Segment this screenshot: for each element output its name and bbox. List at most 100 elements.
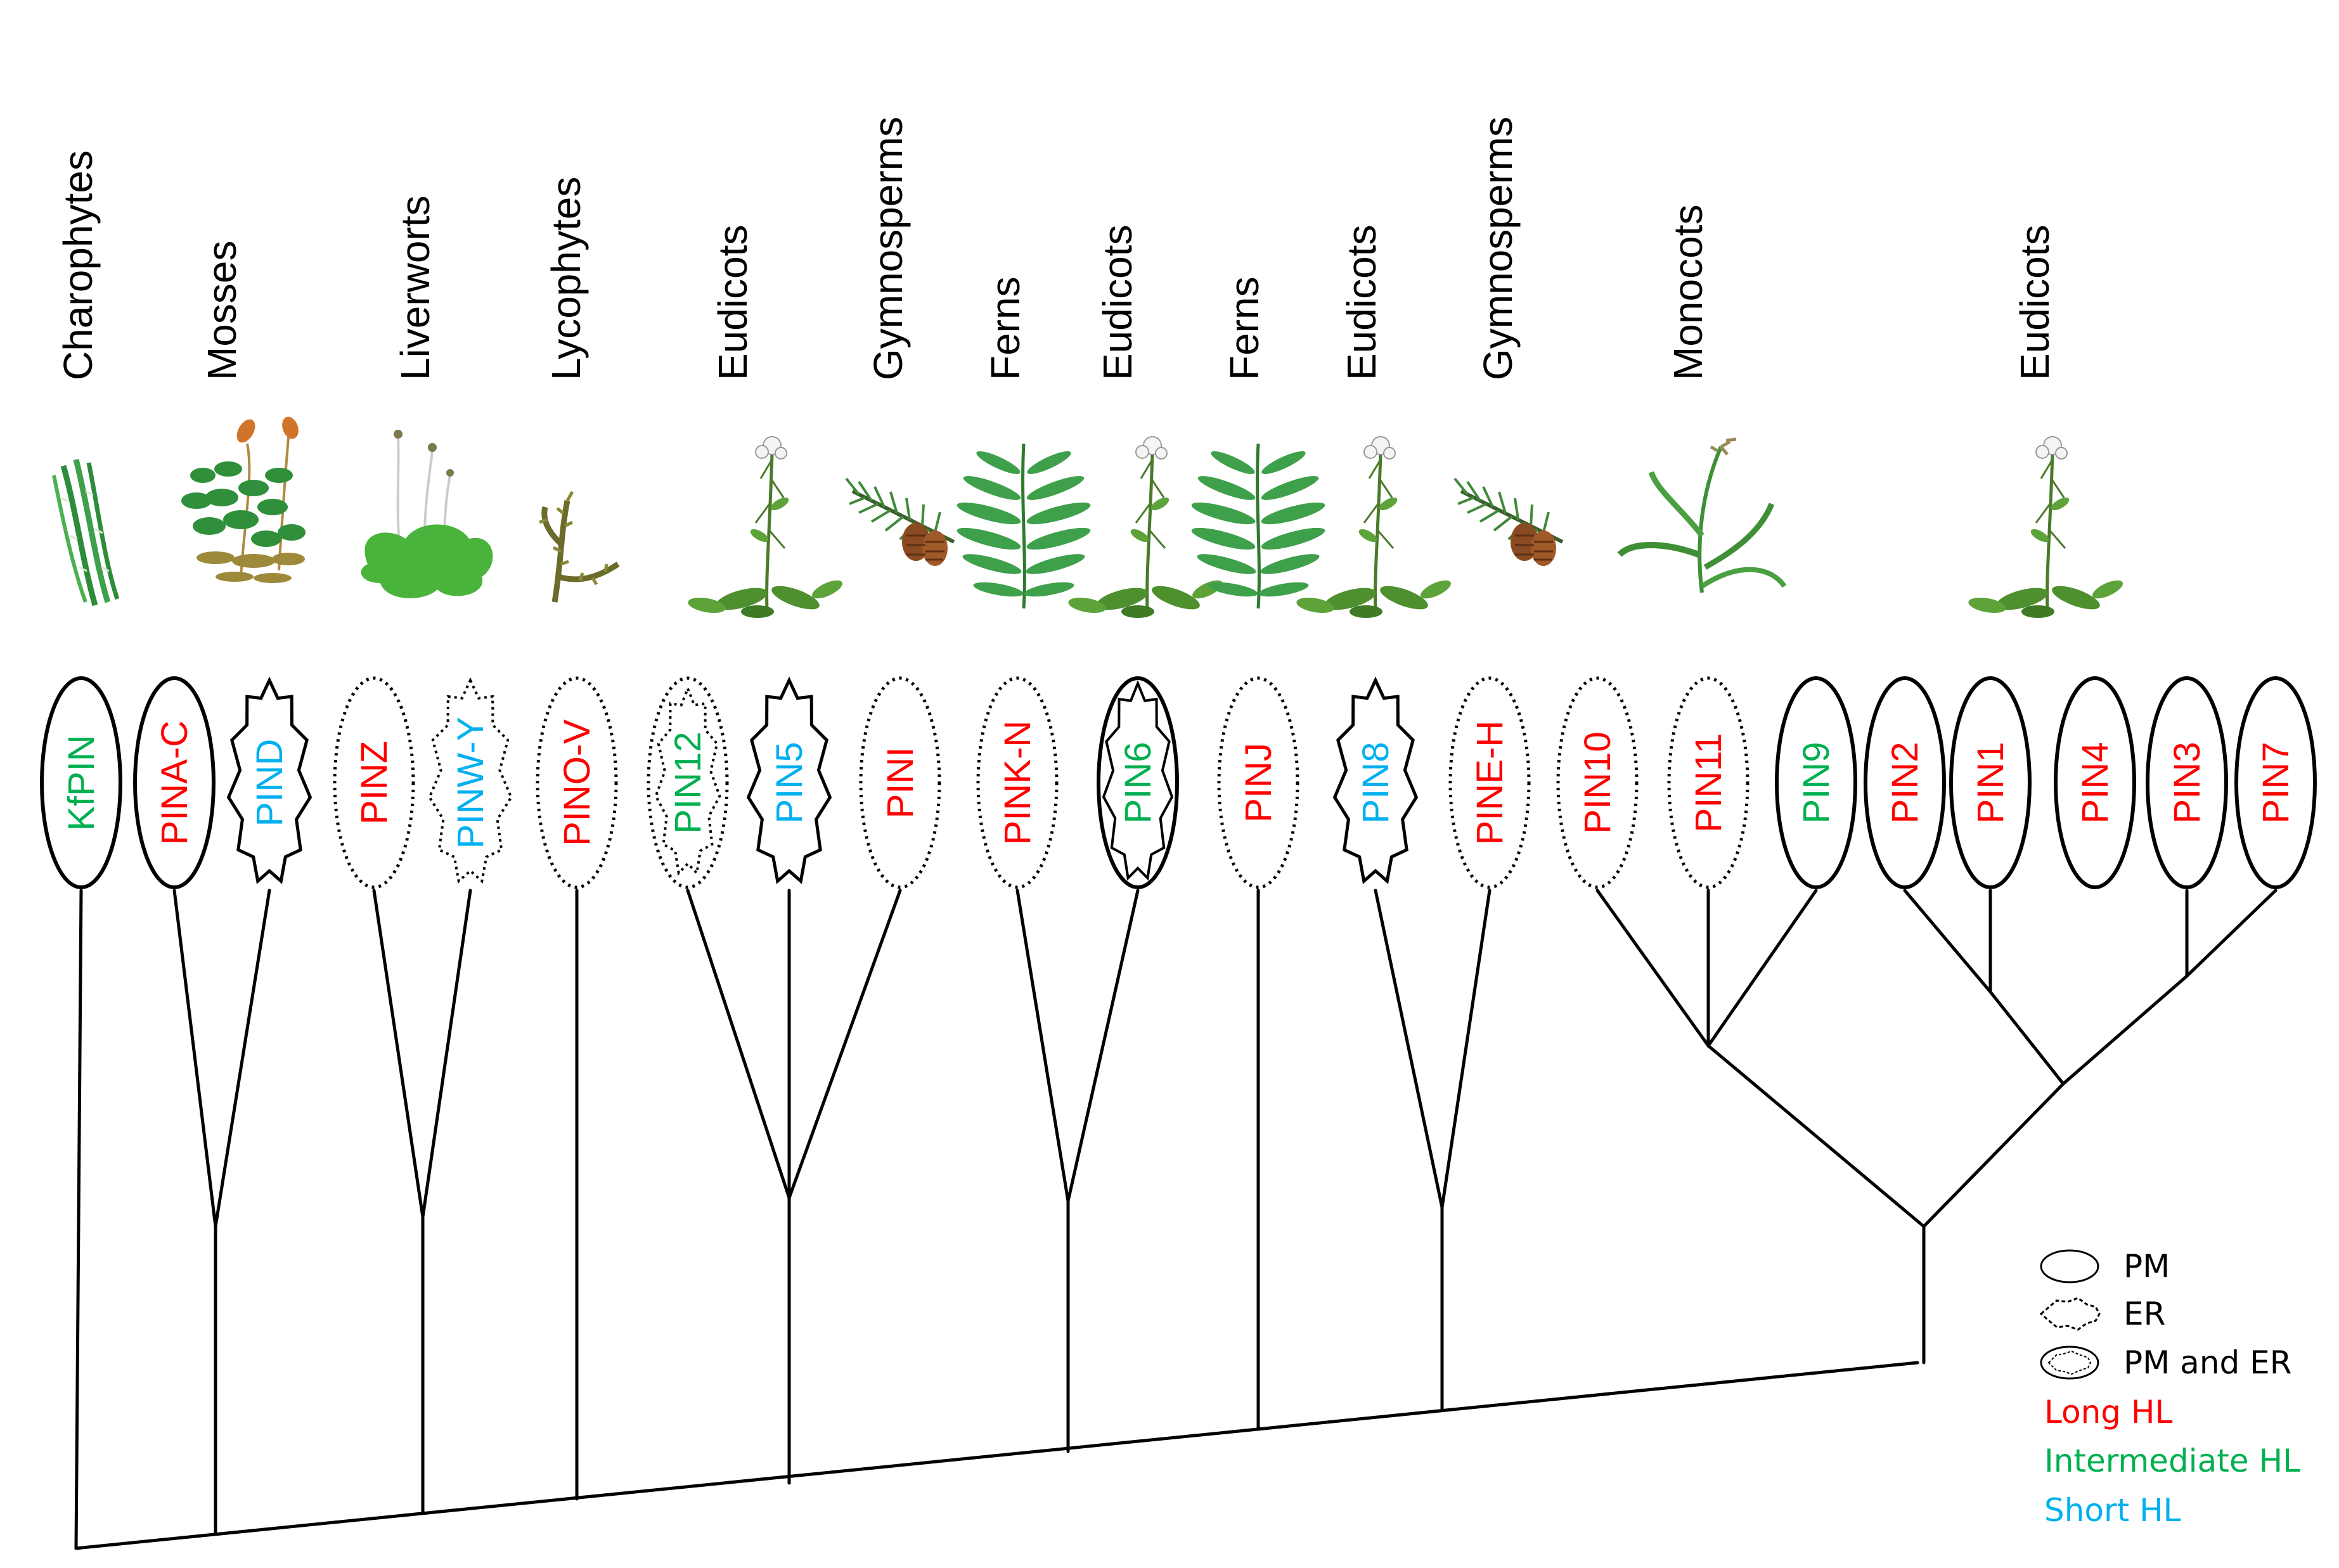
eudicot-plant-icon (687, 437, 845, 618)
monocot-grass-icon (1617, 437, 1787, 593)
dotted-ellipse (333, 676, 415, 889)
dotted-ellipse (1667, 676, 1749, 889)
lycophyte-icon (539, 491, 620, 603)
legend-pm-and-er-label: PM and ER (2123, 1344, 2291, 1381)
pin-node: PIND (226, 676, 313, 884)
pin-node: PINO-V (536, 676, 618, 889)
tree-branch (1988, 889, 2278, 1086)
pm-ellipse (40, 676, 122, 889)
pin-label: PIN5 (769, 742, 810, 824)
tree-branch (372, 889, 472, 1218)
pin-label: PIN7 (2255, 742, 2297, 824)
legend-pm-label: PM (2123, 1248, 2170, 1285)
fern-icon (1190, 444, 1327, 608)
pin-label: PINA-C (154, 721, 195, 845)
pin-node: PINI (859, 676, 941, 889)
pin-node: PIN5 (746, 676, 832, 884)
pin-node: PINW-Y (428, 677, 513, 884)
pin-node: PINK-N (976, 676, 1059, 889)
pin-node: PIN4 (2054, 676, 2136, 889)
group-label: Eudicots (1095, 225, 1140, 380)
pin-node: PIN8 (1332, 676, 1419, 884)
tree-branch (1374, 889, 1492, 1208)
pin-label: PIN2 (1885, 742, 1926, 824)
tree-branch (1706, 1044, 2065, 1229)
pm-ellipse (2146, 676, 2228, 889)
er-star (1332, 676, 1419, 884)
pin-node: PINZ (333, 676, 415, 889)
tree-branch (686, 889, 902, 1203)
legend-long-hl-label: Long HL (2044, 1394, 2172, 1430)
legend-pm-and-er-inner (2047, 1350, 2092, 1375)
group-label: Gymnosperms (1475, 117, 1521, 380)
pin-node: PIN10 (1556, 676, 1639, 889)
pm-ellipse (133, 676, 216, 889)
group-label: Lycophytes (543, 177, 589, 380)
dotted-ellipse (859, 676, 941, 889)
dotted-ellipse (1448, 676, 1531, 889)
moss-icon (181, 416, 306, 583)
pin-node: PINA-C (133, 676, 216, 889)
pine-cone-icon (846, 479, 954, 566)
pin-label: PINZ (354, 741, 395, 825)
pm-ellipse (1097, 676, 1179, 889)
pin-label: PIN11 (1688, 733, 1729, 833)
pin-label: PIN6 (1118, 742, 1159, 824)
group-label: Ferns (983, 276, 1028, 380)
pin-label: PIN10 (1577, 731, 1618, 833)
dotted-ellipse (647, 676, 729, 889)
group-label: Monocots (1665, 205, 1711, 380)
pin-label: PINE-H (1469, 721, 1511, 845)
pine-cone-icon (1455, 479, 1563, 566)
fern-icon (955, 444, 1092, 608)
er-star (1102, 679, 1174, 881)
eudicot-plant-icon (1968, 437, 2125, 618)
pin-node: PIN3 (2146, 676, 2228, 889)
legend-intermediate-hl-label: Intermediate HL (2044, 1443, 2300, 1479)
pin-label: PINO-V (557, 719, 598, 846)
pin-label: PINI (880, 747, 921, 819)
pm-ellipse (1949, 676, 2032, 889)
pin-node: PINJ (1217, 676, 1299, 889)
group-label: Mosses (199, 241, 245, 381)
eudicot-plant-icon (1296, 437, 1453, 618)
tree-branch (1903, 889, 1992, 996)
pin-label: PINW-Y (450, 717, 491, 849)
er-dotted-star (428, 677, 513, 884)
legend-er-label: ER (2123, 1295, 2165, 1332)
tree-branch (1015, 889, 1140, 1202)
group-label: Ferns (1221, 276, 1267, 380)
group-label: Eudicots (2012, 225, 2058, 380)
legend-short-hl-label: Short HL (2044, 1492, 2181, 1529)
pin-node: PIN2 (1864, 676, 1946, 889)
group-label: Liverworts (392, 195, 438, 380)
pin-label: PIN9 (1796, 742, 1837, 824)
pin-label: PIND (249, 739, 290, 827)
er-star (226, 676, 313, 884)
pm-ellipse (2054, 676, 2136, 889)
pin-label: PINK-N (997, 721, 1038, 845)
legend-er-symbol (2039, 1297, 2101, 1331)
dotted-ellipse (976, 676, 1059, 889)
pin-node: PIN1 (1949, 676, 2032, 889)
pin-node: PIN7 (2234, 676, 2317, 889)
pin-label: PIN1 (1970, 742, 2011, 824)
pin-node: KfPIN (40, 676, 122, 889)
dotted-ellipse (1556, 676, 1639, 889)
group-label: Eudicots (710, 225, 756, 380)
pm-ellipse (1864, 676, 1946, 889)
legend-pm-and-er-symbol (2040, 1346, 2099, 1380)
pin-node: PIN11 (1667, 676, 1749, 889)
group-label: Eudicots (1339, 225, 1384, 380)
er-star (746, 676, 832, 884)
legend: PM ER PM and ER Long HL Intermediate HL … (2039, 1248, 2300, 1529)
pin-label: PINJ (1238, 743, 1279, 823)
pin-label: PIN4 (2075, 742, 2116, 824)
dotted-ellipse (1217, 676, 1299, 889)
charophyte-algae-icon (52, 458, 120, 607)
tree-baseline (74, 1361, 1919, 1550)
tree-branch (172, 889, 271, 1227)
group-label: Gymnosperms (865, 117, 911, 380)
pin-node: PIN9 (1775, 676, 1857, 889)
